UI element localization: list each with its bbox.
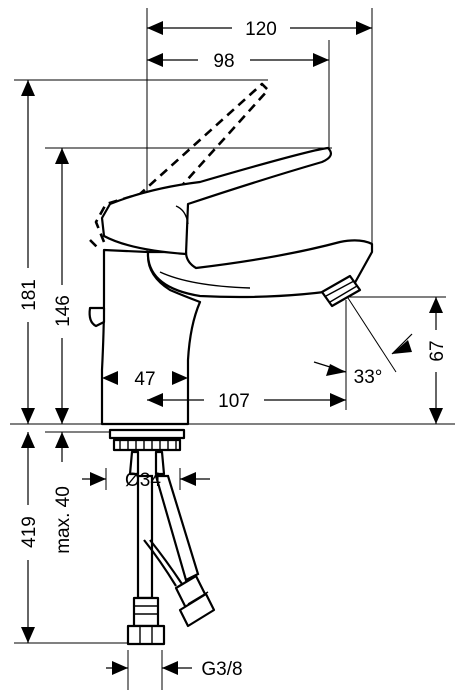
dim-width-overall: 120 bbox=[245, 19, 277, 40]
dim-width-lever: 98 bbox=[213, 51, 234, 72]
hose-right bbox=[154, 474, 200, 582]
faucet-body bbox=[88, 82, 374, 426]
dim-max-thickness: max. 40 bbox=[53, 486, 74, 554]
dim-height-total: 181 bbox=[19, 279, 40, 311]
popup-rod bbox=[88, 306, 106, 328]
dim-height-outlet: 67 bbox=[427, 340, 448, 361]
dimension-lines bbox=[27, 27, 437, 669]
mounting-assembly bbox=[108, 428, 186, 476]
connector-left bbox=[132, 596, 160, 628]
dim-body-width: 47 bbox=[134, 369, 155, 390]
dim-connection-thread: G3/8 bbox=[201, 659, 242, 680]
extension-lines bbox=[10, 8, 455, 690]
supply-hoses bbox=[126, 474, 216, 646]
arrowheads bbox=[21, 21, 443, 675]
faucet-spout bbox=[146, 239, 374, 299]
hose-left bbox=[136, 474, 154, 600]
dim-mount-diameter: Ø34 bbox=[125, 470, 161, 491]
dim-outlet-angle: 33° bbox=[354, 367, 383, 388]
dim-spout-reach: 107 bbox=[218, 391, 250, 412]
lever bbox=[100, 146, 332, 256]
dim-hose-length: 419 bbox=[19, 516, 40, 548]
dimension-labels: 120 98 181 146 67 33° 47 107 419 max. 40… bbox=[19, 19, 448, 680]
dim-height-spout: 146 bbox=[53, 295, 74, 327]
